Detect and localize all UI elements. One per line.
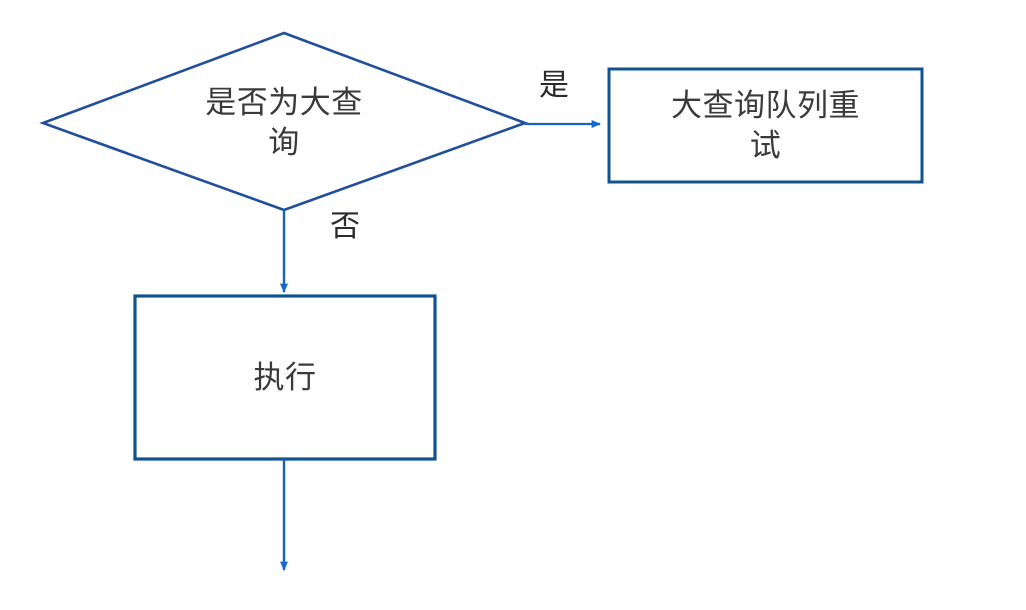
- node-big-query-queue-retry-shape[interactable]: [607, 67, 924, 184]
- edge-label-no: 否: [330, 210, 360, 243]
- node-decision-big-query-shape[interactable]: [39, 31, 529, 212]
- edge-label-yes: 是: [539, 69, 569, 102]
- node-execute-shape[interactable]: [133, 294, 437, 461]
